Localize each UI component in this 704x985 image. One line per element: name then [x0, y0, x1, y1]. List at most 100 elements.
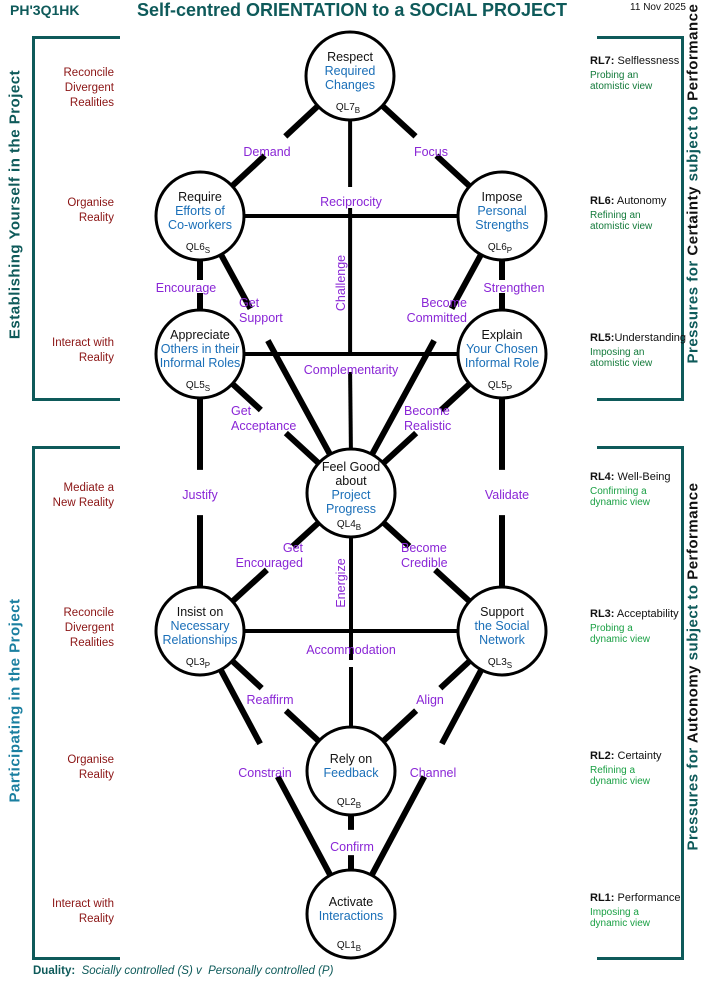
- level-name: Performance: [617, 892, 681, 904]
- node-circle: [154, 170, 246, 262]
- node-action-text: Others in their: [161, 342, 240, 356]
- node-verb-text: Rely on: [330, 752, 372, 766]
- duality-label: Duality:: [33, 965, 76, 977]
- node-action-text: Required: [325, 64, 376, 78]
- level-rl3: RL3: Acceptability Probing a dynamic vie…: [590, 607, 690, 645]
- node-action-text: Strengths: [475, 218, 529, 232]
- edge-label: Become: [421, 296, 467, 310]
- node-action-text: Feedback: [324, 766, 380, 780]
- level-desc: Probing an atomistic view: [590, 70, 653, 92]
- edge-ql7-ql6p: [434, 153, 472, 189]
- level-rl1: RL1: Performance Imposing a dynamic view: [590, 891, 690, 929]
- node-circle: [305, 725, 397, 817]
- edge-ql3p-ql1: [218, 668, 263, 746]
- edge-ql3p-ql2: [283, 708, 321, 744]
- level-code: RL4:: [590, 471, 615, 483]
- node-ql-code: QL2B: [337, 797, 361, 810]
- node-verb-text: about: [335, 474, 367, 488]
- stage-label: Interact with Reality: [52, 898, 114, 925]
- level-name: Acceptability: [616, 608, 679, 620]
- node-circle: [304, 30, 396, 122]
- level-desc: Imposing an atomistic view: [590, 347, 653, 369]
- edge-label: Constrain: [238, 766, 292, 780]
- node-verb-text: Require: [178, 190, 222, 204]
- node-verb-text: Support: [480, 605, 524, 619]
- page-title: Self-centred ORIENTATION to a SOCIAL PRO…: [136, 0, 568, 20]
- edge-label: Get: [283, 541, 304, 555]
- node-ql-code: QL5S: [186, 380, 210, 393]
- edge-ql5s-ql4: [230, 381, 263, 413]
- node-circle: [154, 585, 246, 677]
- duality-personal: Personally controlled (P): [208, 965, 334, 977]
- edge-label-challenge: Challenge: [334, 255, 348, 311]
- edge-label-energize: Energize: [334, 558, 348, 607]
- duality-legend: Duality: Socially controlled (S) v Perso…: [33, 965, 333, 977]
- duality-social: Socially controlled (S): [81, 965, 193, 977]
- edge-ql7-ql6s: [230, 153, 267, 189]
- edge-ql7-ql6s: [283, 103, 320, 139]
- edge-label: Committed: [407, 311, 467, 325]
- edge-label: Strengthen: [483, 281, 544, 295]
- level-desc: Refining an atomistic view: [590, 210, 653, 232]
- node-action-text: Project: [332, 488, 371, 502]
- level-name: Autonomy: [616, 195, 667, 207]
- edge-label: Support: [239, 311, 283, 325]
- level-code: RL1:: [590, 892, 615, 904]
- edge-ql4-ql3p: [290, 520, 321, 549]
- edge-label: Credible: [401, 556, 448, 570]
- node-ql-code: QL1B: [337, 940, 361, 953]
- stage-label: Organise Reality: [67, 197, 114, 224]
- node-verb-text: Insist on: [177, 605, 224, 619]
- node-action-text: Relationships: [162, 633, 237, 647]
- level-desc: Refining a dynamic view: [590, 765, 651, 787]
- right-bracket-autonomy: [597, 446, 684, 960]
- edge-label: Realistic: [404, 419, 451, 433]
- level-code: RL2:: [590, 750, 615, 762]
- node-action-text: Changes: [325, 78, 375, 92]
- node-ql-code: QL3P: [186, 657, 210, 670]
- level-desc: Imposing a dynamic view: [590, 907, 651, 929]
- edge-ql3s-ql2: [381, 708, 419, 744]
- node-action-text: Informal Roles: [160, 356, 241, 370]
- edge-ql6p-ql4: [369, 339, 437, 456]
- stage-label: Reconcile Divergent Realities: [63, 607, 115, 649]
- edge-label: Focus: [414, 145, 448, 159]
- node-action-text: Your Chosen: [466, 342, 538, 356]
- level-name: Selflessness: [617, 55, 680, 67]
- level-rl7: RL7: Selflessness Probing an atomistic v…: [590, 54, 690, 92]
- node-ql-code: QL4B: [337, 519, 361, 532]
- edge-ql3p-ql1: [275, 775, 333, 877]
- duality-v: v: [195, 965, 202, 977]
- edge-ql6s-ql4: [218, 253, 254, 310]
- level-name: Certainty: [617, 750, 662, 762]
- node-ql-code: QL5P: [488, 380, 512, 393]
- edge-ql5p-ql4: [381, 430, 419, 466]
- level-code: RL3:: [590, 608, 615, 620]
- node-ql-code: QL7B: [336, 102, 360, 115]
- edge-ql4-ql3s: [381, 520, 412, 549]
- node-verb-text: Feel Good: [322, 460, 380, 474]
- node-action-text: Co-workers: [168, 218, 232, 232]
- node-circle: [305, 868, 397, 960]
- edge-label: Encouraged: [236, 556, 303, 570]
- node-verb-text: Activate: [329, 895, 374, 909]
- stage-label: Interact with Reality: [52, 337, 114, 364]
- node-ql-code: QL6S: [186, 242, 210, 255]
- node-action-text: Necessary: [170, 619, 230, 633]
- right-bracket-certainty: [597, 36, 684, 401]
- edge-ql6p-ql4: [448, 253, 484, 310]
- edge-label: Get: [239, 296, 260, 310]
- level-code: RL5:: [590, 332, 615, 344]
- stage-label: Reconcile Divergent Realities: [63, 67, 115, 109]
- level-rl4: RL4: Well-Being Confirming a dynamic vie…: [590, 470, 690, 508]
